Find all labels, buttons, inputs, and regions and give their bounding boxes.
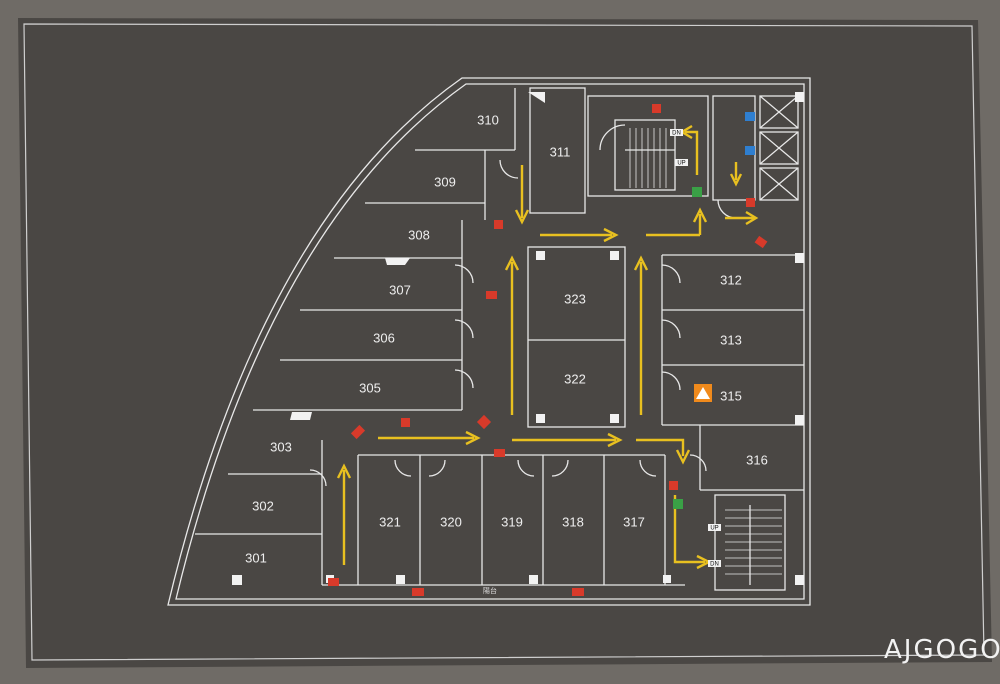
room-312-label: 312 <box>720 272 742 287</box>
central-block <box>527 246 626 428</box>
lower-stair-dn-label: DN <box>710 561 719 567</box>
room-307-label: 307 <box>389 282 411 297</box>
room-308-label: 308 <box>408 227 430 242</box>
stair-sign <box>708 524 721 531</box>
fire-extinguisher-icon <box>328 104 768 596</box>
stair-sign <box>675 159 688 166</box>
room-305-label: 305 <box>359 380 381 395</box>
you-are-here-icon <box>694 384 712 402</box>
room-317-label: 317 <box>623 514 645 529</box>
room-315-label: 315 <box>720 388 742 403</box>
evacuation-routes <box>336 124 759 570</box>
stair-sign <box>670 129 683 136</box>
room-316-label: 316 <box>746 452 768 467</box>
room-labels: 310 311 309 308 307 306 305 303 302 301 … <box>245 112 768 565</box>
balcony-label: 陽台 <box>483 586 497 595</box>
room-322-label: 322 <box>564 371 586 386</box>
lower-core <box>714 494 786 591</box>
board-border <box>23 23 985 661</box>
room-319-label: 319 <box>501 514 523 529</box>
elevator-icon <box>745 112 755 155</box>
map-board <box>18 18 992 668</box>
building-outline <box>167 77 811 606</box>
room-311-label: 311 <box>550 144 571 159</box>
structural-columns <box>232 92 804 585</box>
room-323-label: 323 <box>564 291 586 306</box>
stair-sign <box>708 560 721 567</box>
upper-stair-up-label: UP <box>677 160 685 166</box>
room-309-label: 309 <box>434 174 456 189</box>
west-rooms <box>195 88 519 585</box>
room-318-label: 318 <box>562 514 584 529</box>
south-rooms <box>322 454 685 586</box>
room-321-label: 321 <box>379 514 401 529</box>
upper-core <box>529 87 799 219</box>
room-310-label: 310 <box>477 112 499 127</box>
lower-stair-up-label: UP <box>710 525 718 531</box>
room-301-label: 301 <box>245 550 267 565</box>
room-306-label: 306 <box>373 330 395 345</box>
room-303-label: 303 <box>270 439 292 454</box>
upper-stair-dn-label: DN <box>672 130 681 136</box>
emergency-exit-icon <box>673 187 702 509</box>
room-313-label: 313 <box>720 332 742 347</box>
watermark: AJGOGO <box>884 635 1000 665</box>
stair-labels: DN UP UP DN <box>670 129 721 567</box>
room-320-label: 320 <box>440 514 462 529</box>
room-302-label: 302 <box>252 498 274 513</box>
east-rooms <box>661 254 804 491</box>
